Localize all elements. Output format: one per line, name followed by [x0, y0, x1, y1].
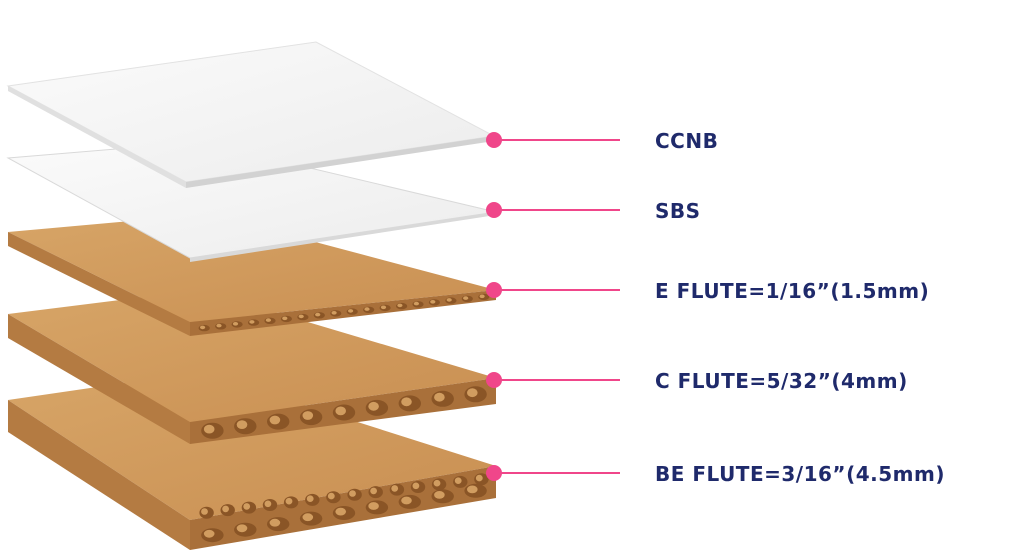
- leader-dot-e-flute: [486, 282, 502, 298]
- label-c-flute: C FLUTE=5/32”(4mm): [655, 369, 908, 393]
- be-flute-left-edge: [8, 400, 190, 550]
- c-flute-left-edge: [8, 314, 190, 444]
- leader-lines: [486, 132, 620, 481]
- c-flute-wave-highlight: [236, 420, 248, 429]
- be-flute-wave-lower-highlight: [335, 507, 347, 516]
- be-flute-wave-lower-highlight: [203, 529, 215, 538]
- ccnb-front-edge: [186, 136, 494, 188]
- c-flute-wave-highlight: [269, 415, 281, 425]
- leader-dot-ccnb: [486, 132, 502, 148]
- be-flute-waves-upper: [199, 473, 489, 519]
- e-flute-wave-highlight: [315, 312, 321, 317]
- label-e-flute: E FLUTE=1/16”(1.5mm): [655, 279, 930, 303]
- leader-dot-be-flute: [486, 465, 502, 481]
- be-flute-wave-upper-highlight: [349, 490, 356, 497]
- be-flute-waves-lower: [201, 483, 487, 543]
- be-flute-wave-lower-highlight: [401, 496, 412, 505]
- e-flute-wave-highlight: [200, 325, 206, 330]
- be-flute-wave-upper-highlight: [285, 497, 293, 505]
- e-flute-wave-highlight: [479, 294, 485, 299]
- e-flute-wave-highlight: [364, 307, 370, 311]
- be-flute-wave-lower-highlight: [236, 524, 248, 533]
- e-flute-wave-highlight: [298, 314, 304, 319]
- label-ccnb: CCNB: [655, 129, 719, 153]
- be-flute-wave-upper-highlight: [264, 500, 272, 508]
- c-flute-wave-highlight: [434, 392, 445, 402]
- be-flute-wave-upper-highlight: [433, 479, 441, 487]
- be-flute-wave-lower-highlight: [368, 502, 379, 510]
- e-flute-wave-highlight: [430, 300, 436, 304]
- be-flute-wave-upper-highlight: [391, 485, 399, 492]
- label-be-flute: BE FLUTE=3/16”(4.5mm): [655, 462, 945, 486]
- sbs-front-edge: [190, 212, 496, 262]
- e-flute-wave-highlight: [265, 318, 271, 322]
- be-flute-wave-lower-highlight: [302, 513, 314, 522]
- c-flute-wave-highlight: [335, 406, 347, 416]
- be-flute-wave-upper-highlight: [370, 487, 377, 495]
- c-flute-wave-highlight: [302, 411, 314, 420]
- leader-dot-sbs: [486, 202, 502, 218]
- e-flute-left-edge: [8, 232, 190, 336]
- e-flute-wave-highlight: [413, 301, 419, 306]
- c-flute-wave-highlight: [401, 397, 412, 407]
- e-flute-board: [8, 214, 496, 336]
- be-flute-wave-upper-highlight: [201, 508, 208, 515]
- be-flute-wave-lower-highlight: [434, 491, 445, 499]
- be-flute-wave-upper-highlight: [243, 503, 251, 510]
- be-flute-wave-upper-highlight: [454, 477, 462, 485]
- be-flute-wave-upper-highlight: [222, 505, 230, 513]
- e-flute-wave-highlight: [216, 323, 222, 328]
- c-flute-wave-highlight: [467, 388, 478, 398]
- c-flute-top-face: [8, 290, 496, 422]
- ccnb-sheet: [6, 41, 496, 188]
- e-flute-wave-highlight: [397, 303, 403, 308]
- e-flute-top-face: [8, 214, 496, 322]
- be-flute-wave-lower-highlight: [467, 485, 478, 494]
- ccnb-left-edge: [8, 86, 186, 188]
- e-flute-wave-highlight: [331, 311, 337, 315]
- c-flute-wave-highlight: [368, 401, 379, 411]
- e-flute-wave-highlight: [380, 305, 387, 310]
- be-flute-wave-upper-highlight: [412, 482, 420, 490]
- be-flute-wave-upper-highlight: [327, 492, 335, 500]
- e-flute-wave-highlight: [282, 316, 288, 321]
- be-flute-wave-upper-highlight: [475, 474, 483, 482]
- e-flute-wave-highlight: [463, 296, 469, 300]
- label-sbs: SBS: [655, 199, 701, 223]
- c-flute-board: [8, 290, 496, 444]
- e-flute-wave-highlight: [249, 320, 255, 324]
- e-flute-wave-highlight: [446, 298, 452, 302]
- e-flute-wave-highlight: [348, 309, 354, 313]
- be-flute-wave-lower-highlight: [269, 518, 281, 527]
- c-flute-wave-highlight: [203, 424, 215, 434]
- leader-dot-c-flute: [486, 372, 502, 388]
- e-flute-wave-highlight: [232, 322, 239, 326]
- be-flute-wave-upper-highlight: [306, 495, 314, 503]
- c-flute-waves: [201, 386, 487, 439]
- e-flute-waves: [198, 293, 490, 332]
